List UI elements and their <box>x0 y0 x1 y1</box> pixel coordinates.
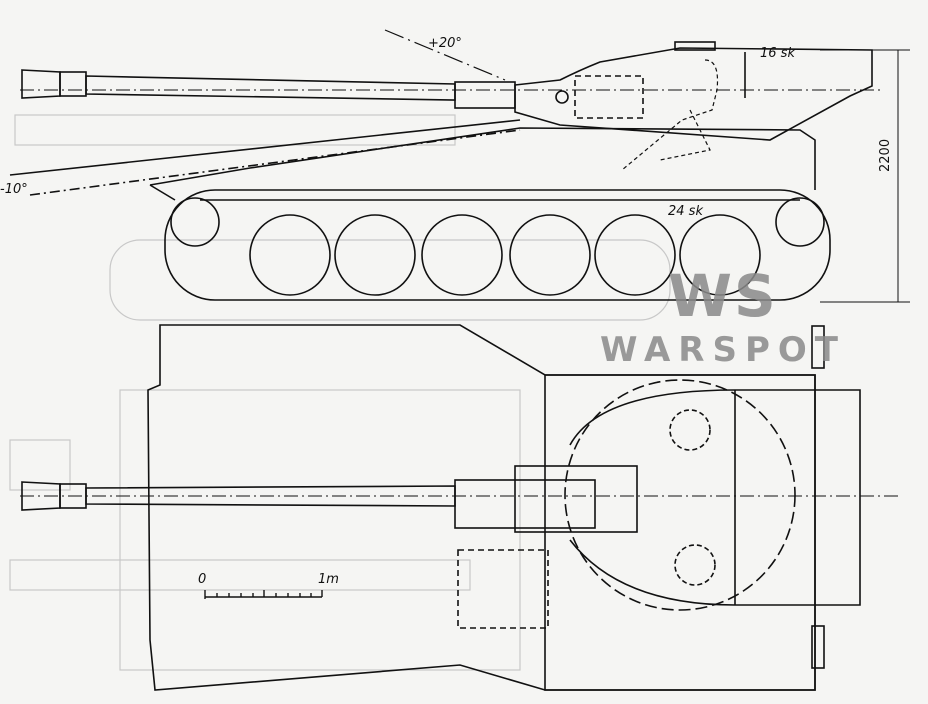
height-dimension: 2200 <box>878 138 893 172</box>
hull-ammo-label: 24 sk <box>668 204 703 219</box>
scale-start-label: 0 <box>198 572 207 587</box>
scale-end-label: 1m <box>318 572 339 587</box>
side-view <box>9 29 910 303</box>
watermark-logo: WS <box>668 262 778 330</box>
ghost-drawing <box>9 114 671 671</box>
depression-label: -10° <box>0 182 28 197</box>
scale-bar <box>204 590 323 599</box>
turret-ammo-label: 16 sk <box>760 46 795 61</box>
elevation-label: +20° <box>428 36 462 51</box>
top-view <box>20 324 900 691</box>
watermark-name: WARSPOT <box>600 330 846 370</box>
